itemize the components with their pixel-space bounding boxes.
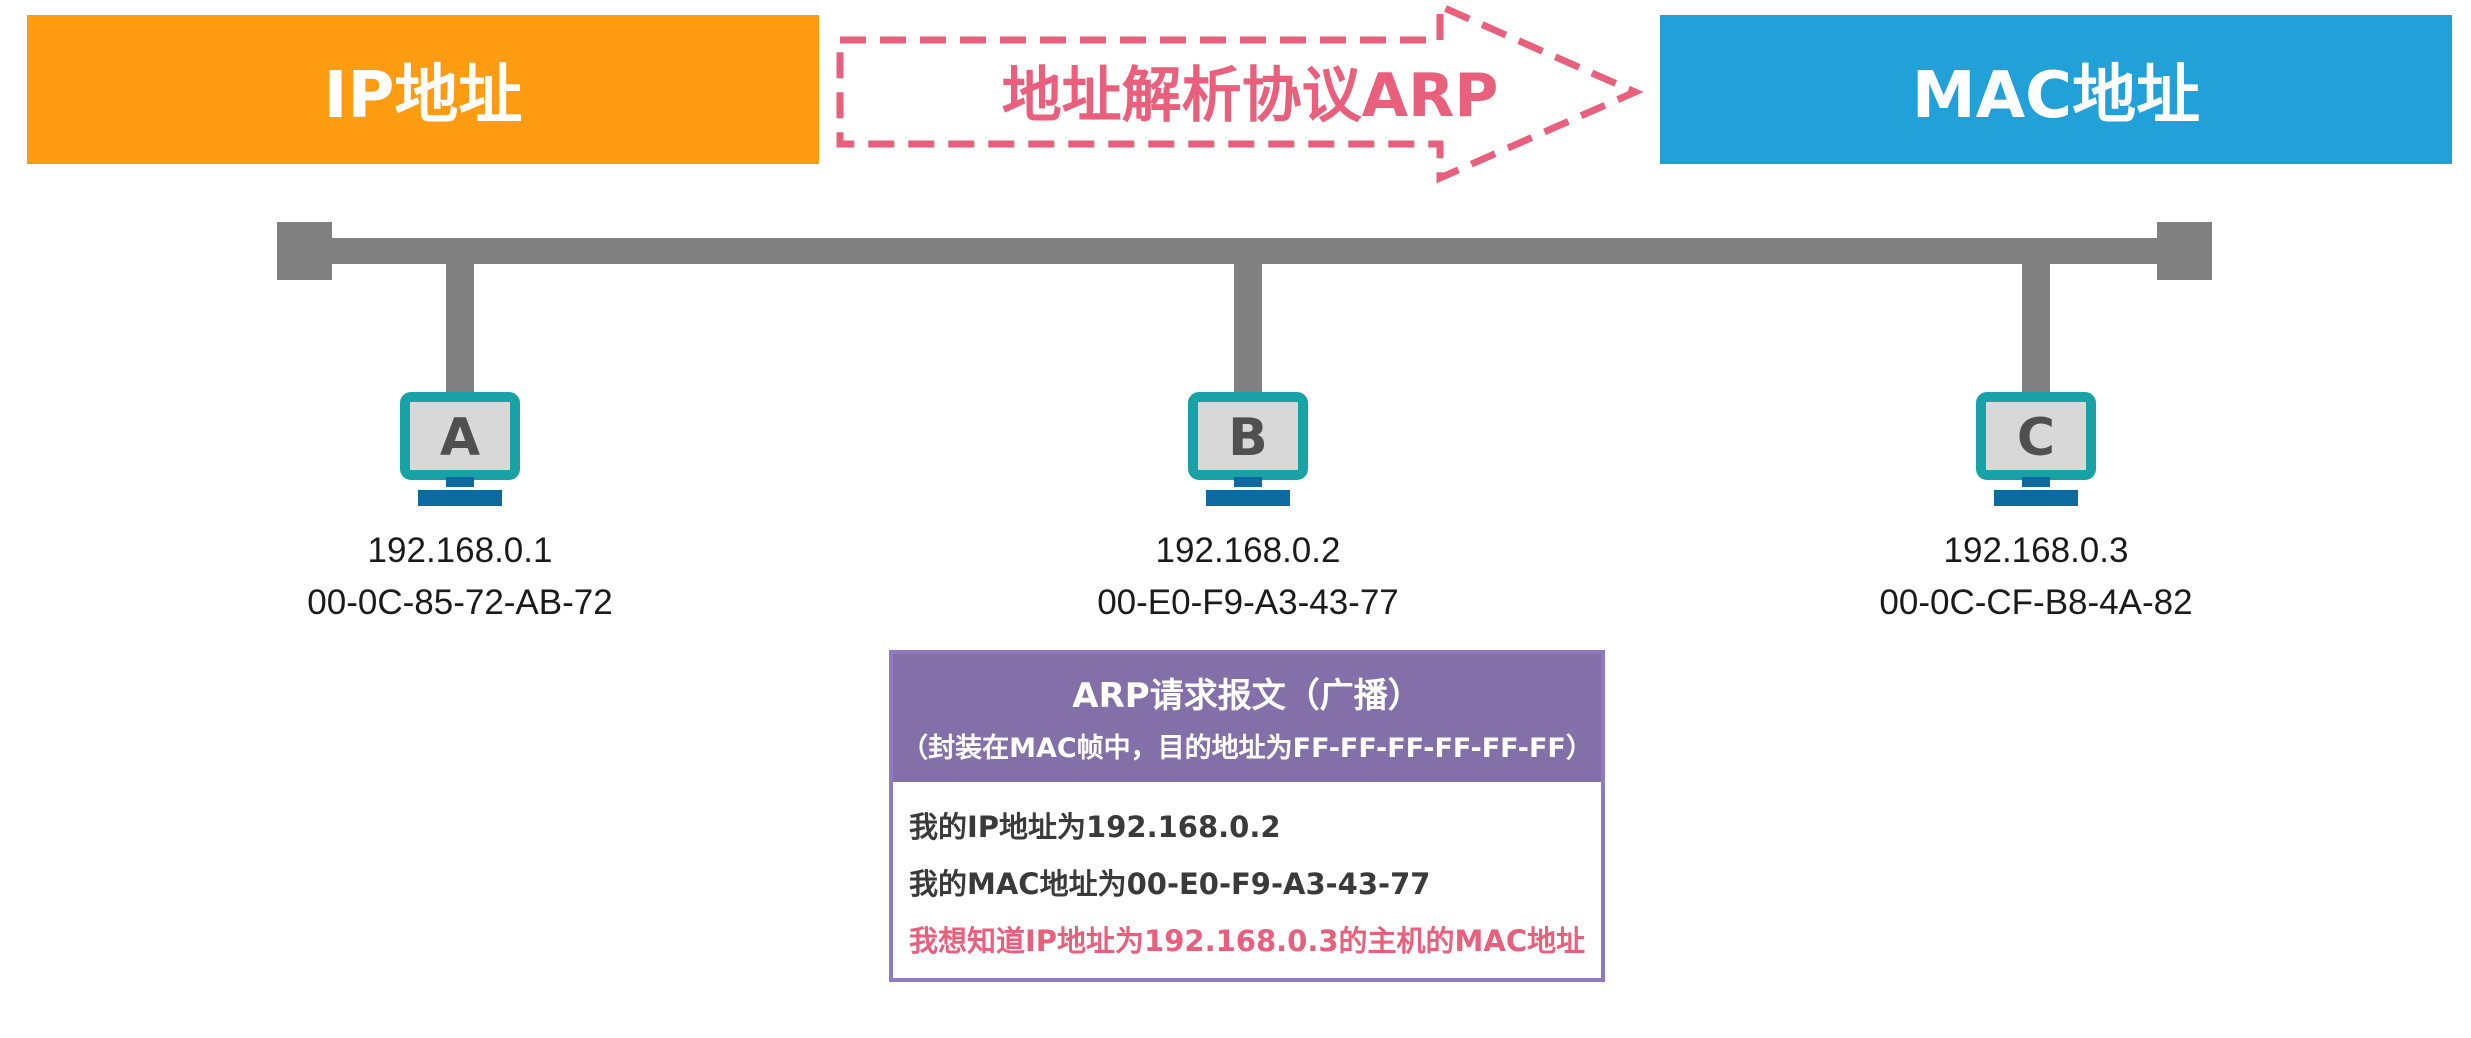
host-a-mac: 00-0C-85-72-AB-72 [307, 583, 613, 622]
arp-packet-header: ARP请求报文（广播） （封装在MAC帧中，目的地址为FF-FF-FF-FF-F… [893, 654, 1601, 782]
host-a-computer: A [400, 262, 520, 506]
host-b-mac: 00-E0-F9-A3-43-77 [1097, 583, 1399, 622]
host-b-addresses: 192.168.0.2 00-E0-F9-A3-43-77 [1038, 525, 1458, 629]
host-c-addresses: 192.168.0.3 00-0C-CF-B8-4A-82 [1826, 525, 2246, 629]
host-a-letter: A [440, 408, 480, 468]
arp-packet-title: ARP请求报文（广播） [1072, 676, 1422, 716]
host-c-computer: C [1976, 262, 2096, 506]
bus-line [277, 238, 2212, 264]
host-b-computer: B [1188, 262, 1308, 506]
bus-terminator-left [277, 222, 332, 280]
arp-line-target-query: 我想知道IP地址为192.168.0.3的主机的MAC地址 [909, 924, 1586, 958]
host-c-mac: 00-0C-CF-B8-4A-82 [1879, 583, 2193, 622]
host-b-ip: 192.168.0.2 [1155, 531, 1341, 570]
host-a-ip: 192.168.0.1 [367, 531, 553, 570]
ip-address-box: IP地址 [27, 15, 819, 164]
network-bus-diagram: A B C [277, 222, 2212, 506]
arp-arrow [836, 0, 1644, 184]
arp-request-packet: ARP请求报文（广播） （封装在MAC帧中，目的地址为FF-FF-FF-FF-F… [889, 650, 1605, 982]
ip-address-label: IP地址 [323, 58, 523, 133]
host-b-letter: B [1228, 408, 1268, 468]
mac-address-label: MAC地址 [1911, 58, 2201, 133]
host-c-letter: C [2017, 408, 2055, 468]
arp-line-sender-ip: 我的IP地址为192.168.0.2 [909, 810, 1281, 844]
host-a-addresses: 192.168.0.1 00-0C-85-72-AB-72 [250, 525, 670, 629]
bus-terminator-right [2157, 222, 2212, 280]
mac-address-box: MAC地址 [1660, 15, 2452, 164]
host-c-ip: 192.168.0.3 [1943, 531, 2129, 570]
arp-packet-subtitle: （封装在MAC帧中，目的地址为FF-FF-FF-FF-FF-FF） [901, 733, 1593, 764]
arp-line-sender-mac: 我的MAC地址为00-E0-F9-A3-43-77 [909, 867, 1431, 901]
arp-arrow-label: 地址解析协议ARP [1001, 60, 1499, 131]
